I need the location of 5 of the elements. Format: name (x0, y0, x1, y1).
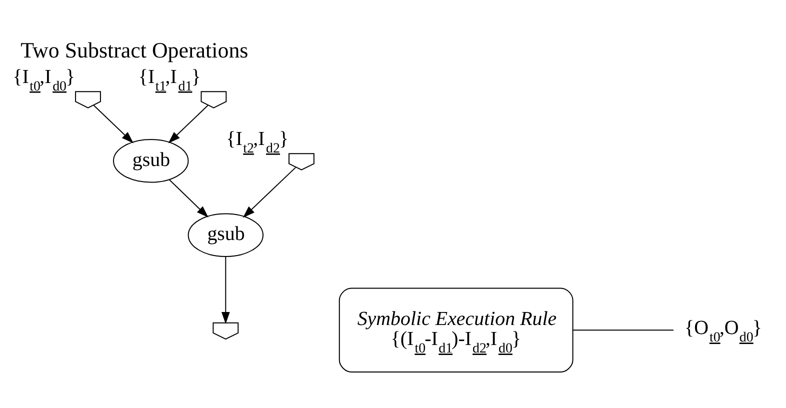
node-label: {I$_{t0}$,I$_{d0}$} (12, 66, 76, 94)
node-label: {I$_{t2}$,I$_{d2}$} (226, 128, 289, 156)
node-text: {O$_{t0}$,O$_{d0}$} (684, 317, 762, 346)
diagram-title: Two Substract Operations (20, 38, 248, 63)
node-label: {I$_{t1}$,I$_{d1}$} (138, 66, 201, 94)
